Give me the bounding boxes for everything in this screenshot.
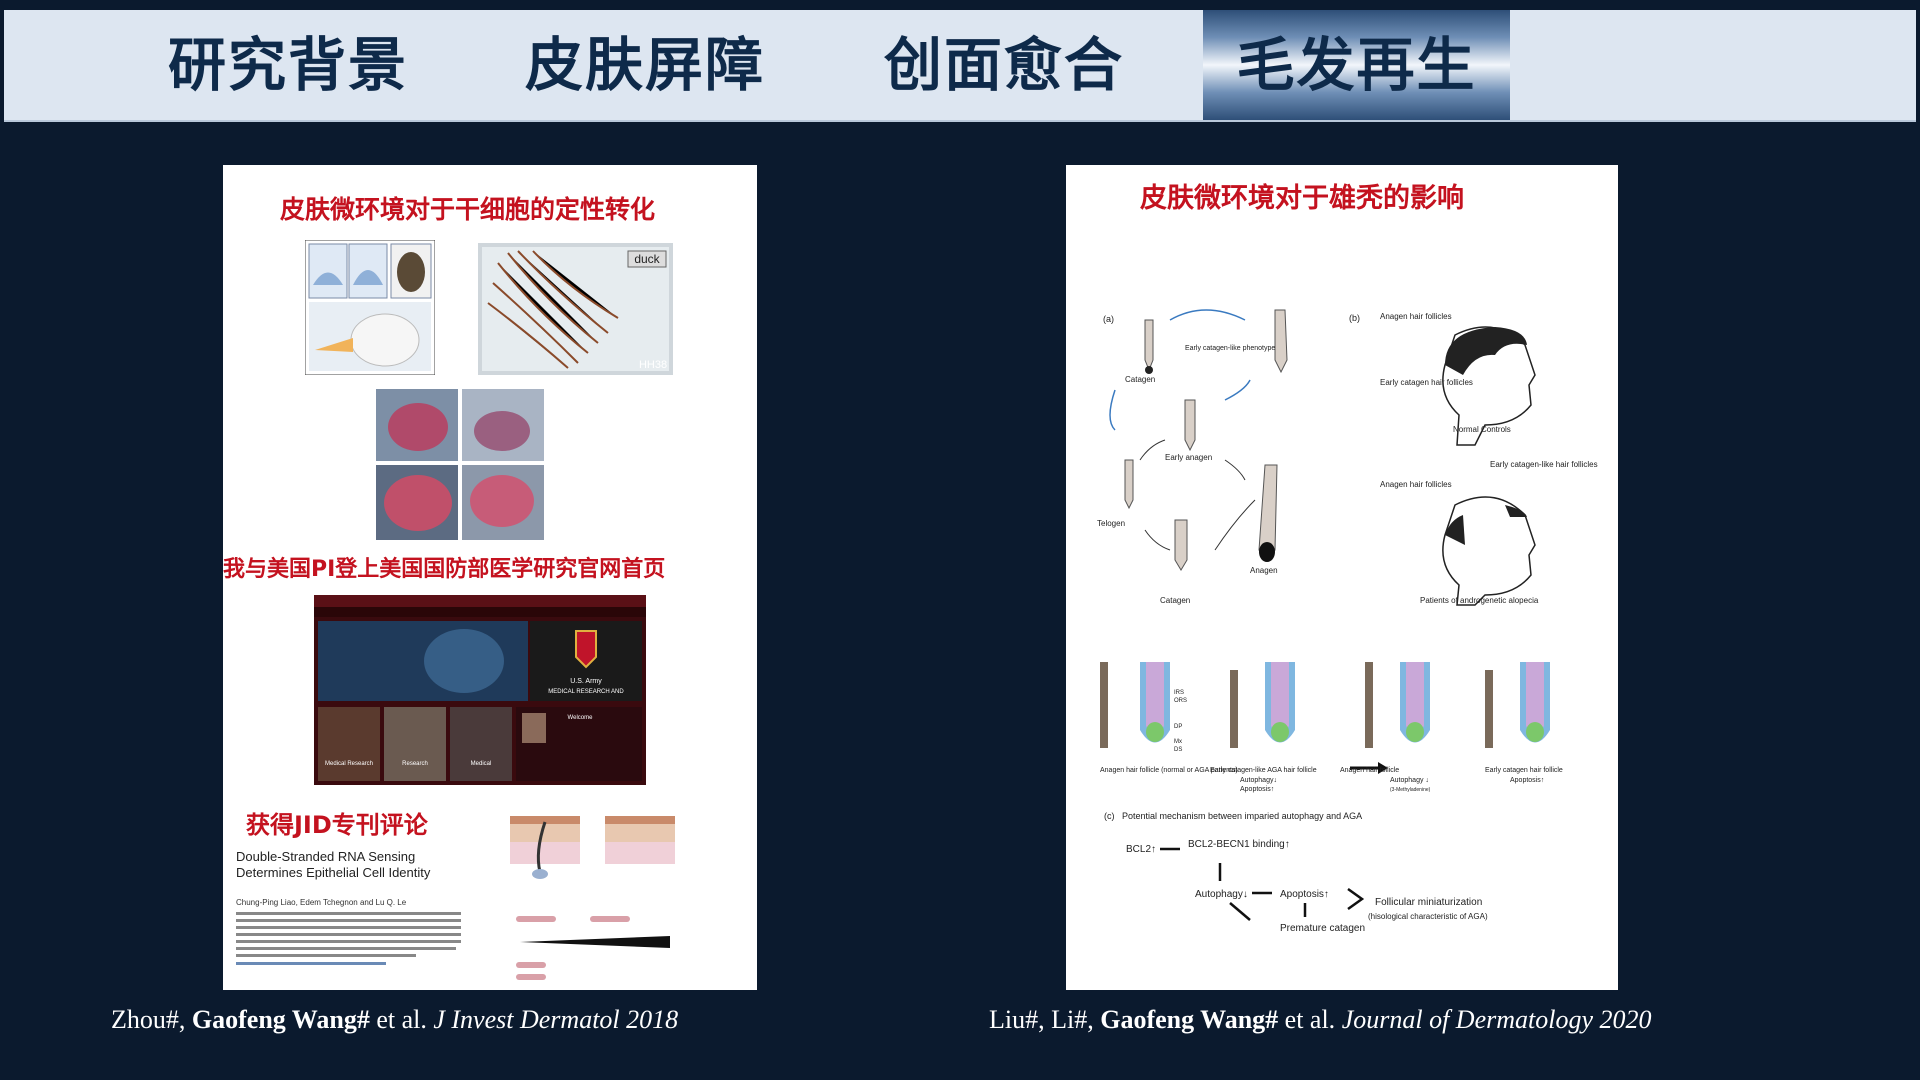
layer-irs: IRS — [1174, 690, 1184, 696]
cap-anagen-hf: Anagen hair follicle — [1340, 767, 1399, 774]
jid-figure — [510, 816, 675, 980]
label-early-anagen: Early anagen — [1165, 453, 1212, 462]
tab-wound-healing[interactable]: 创面愈合 — [884, 31, 1125, 99]
right-citation-authors: Liu#, Li#, — [989, 1005, 1101, 1034]
jid-article-authors: Chung-Ping Liao, Edem Tchegnon and Lu Q.… — [236, 898, 407, 907]
svg-text:U.S. Army: U.S. Army — [570, 678, 602, 685]
cap-early-catagen-hf: Early catagen hair follicle — [1485, 767, 1563, 774]
left-title-1: 皮肤微环境对于干细胞的定性转化 — [280, 195, 656, 224]
layer-mx: Mx — [1174, 739, 1182, 745]
layer-ds: DS — [1174, 747, 1182, 753]
nav-bar — [4, 10, 1916, 122]
node-aga-histology: (hisological characteristic of AGA) — [1368, 912, 1488, 921]
label-anagen-hf-2: Anagen hair follicles — [1380, 480, 1452, 489]
jid-article-body — [236, 912, 461, 965]
label-early-catagen-like-hf: Early catagen-like hair follicles — [1490, 460, 1598, 469]
panel-c-title: Potential mechanism between imparied aut… — [1122, 811, 1362, 821]
cap-anagen-normal: Anagen hair follicle (normal or AGA pati… — [1100, 767, 1238, 774]
node-bcl2-becn1: BCL2-BECN1 binding↑ — [1188, 839, 1290, 850]
label-early-catagen-hf: Early catagen hair follicles — [1380, 378, 1473, 387]
tab-hair-regeneration[interactable]: 毛发再生 — [1203, 10, 1510, 120]
right-citation: Liu#, Li#, Gaofeng Wang# et al. Journal … — [989, 1005, 1652, 1035]
label-catagen-1: Catagen — [1125, 375, 1155, 384]
label-anagen-hf-1: Anagen hair follicles — [1380, 312, 1452, 321]
tab-skin-barrier[interactable]: 皮肤屏障 — [525, 31, 766, 99]
army-website-screenshot: U.S. Army MEDICAL RESEARCH AND Medical R… — [314, 595, 646, 785]
svg-text:Medical: Medical — [471, 761, 492, 767]
cap-3ma: (3-Methyladenine) — [1390, 787, 1431, 793]
label-normal-controls: Normal Controls — [1453, 425, 1511, 434]
cap-early-catagen-like-aga: Early catagen-like AGA hair follicle — [1210, 767, 1317, 774]
panel-a-tag: (a) — [1103, 314, 1114, 324]
left-citation-etal: et al. — [369, 1005, 434, 1034]
right-title: 皮肤微环境对于雄秃的影响 — [1140, 183, 1464, 214]
panel-c-tag: (c) — [1104, 811, 1115, 821]
alopecia-heads-diagram: (b) Anagen hair follicles Early catagen … — [1349, 312, 1598, 606]
left-citation-bold-author: Gaofeng Wang# — [191, 1005, 370, 1034]
right-citation-bold-author: Gaofeng Wang# — [1100, 1005, 1279, 1034]
left-citation: Zhou#, Gaofeng Wang# et al. J Invest Der… — [111, 1005, 678, 1035]
stage-label: HH38 — [639, 359, 667, 371]
node-bcl2: BCL2↑ — [1126, 844, 1156, 855]
label-catagen-2: Catagen — [1160, 596, 1190, 605]
node-autophagy: Autophagy↓ — [1195, 889, 1248, 900]
cap-apoptosis-2: Apoptosis↑ — [1510, 777, 1544, 784]
svg-text:Medical Research: Medical Research — [325, 761, 373, 767]
svg-text:Welcome: Welcome — [568, 715, 594, 721]
panel-b-tag: (b) — [1349, 313, 1360, 323]
feather-photo: duck HH38 — [478, 243, 673, 375]
svg-text:MEDICAL RESEARCH AND: MEDICAL RESEARCH AND — [548, 689, 624, 695]
right-citation-journal: Journal of Dermatology 2020 — [1341, 1005, 1652, 1034]
label-early-catagen-like: Early catagen-like phenotype — [1185, 345, 1275, 352]
layer-dp: DP — [1174, 724, 1182, 730]
cap-autophagy-2: Autophagy ↓ — [1390, 777, 1429, 784]
duck-schematic-figure — [305, 240, 435, 375]
jid-article-title: Double-Stranded RNA Sensing Determines E… — [236, 849, 431, 880]
tab-research-background[interactable]: 研究背景 — [168, 31, 409, 99]
duck-label: duck — [634, 252, 660, 266]
node-premature-catagen: Premature catagen — [1280, 923, 1365, 934]
right-citation-etal: et al. — [1278, 1005, 1342, 1034]
left-citation-authors: Zhou#, — [111, 1005, 192, 1034]
node-apoptosis: Apoptosis↑ — [1280, 889, 1329, 900]
label-anagen: Anagen — [1250, 566, 1278, 575]
left-title-3: 获得JID专刊评论 — [246, 811, 428, 839]
left-citation-journal: J Invest Dermatol 2018 — [433, 1005, 679, 1034]
cap-apoptosis-1: Apoptosis↑ — [1240, 786, 1274, 793]
label-telogen: Telogen — [1097, 519, 1125, 528]
hair-cycle-diagram: (a) Catagen Early catagen-like phenotype… — [1097, 309, 1288, 605]
wound-photos — [376, 389, 544, 540]
top-strip — [0, 0, 1920, 10]
cap-autophagy-1: Autophagy↓ — [1240, 777, 1277, 784]
mechanism-diagram: (c) Potential mechanism between imparied… — [1104, 811, 1488, 934]
follicle-schematics: IRS ORS DP Mx DS Anagen hair follicle (n… — [1100, 662, 1563, 793]
label-aga-patients: Patients of androgenetic alopecia — [1420, 596, 1539, 605]
layer-ors: ORS — [1174, 698, 1187, 704]
svg-text:Research: Research — [402, 761, 428, 767]
left-title-2: 我与美国PI登上美国国防部医学研究官网首页 — [223, 557, 666, 582]
node-follicular-miniaturization: Follicular miniaturization — [1375, 897, 1482, 908]
